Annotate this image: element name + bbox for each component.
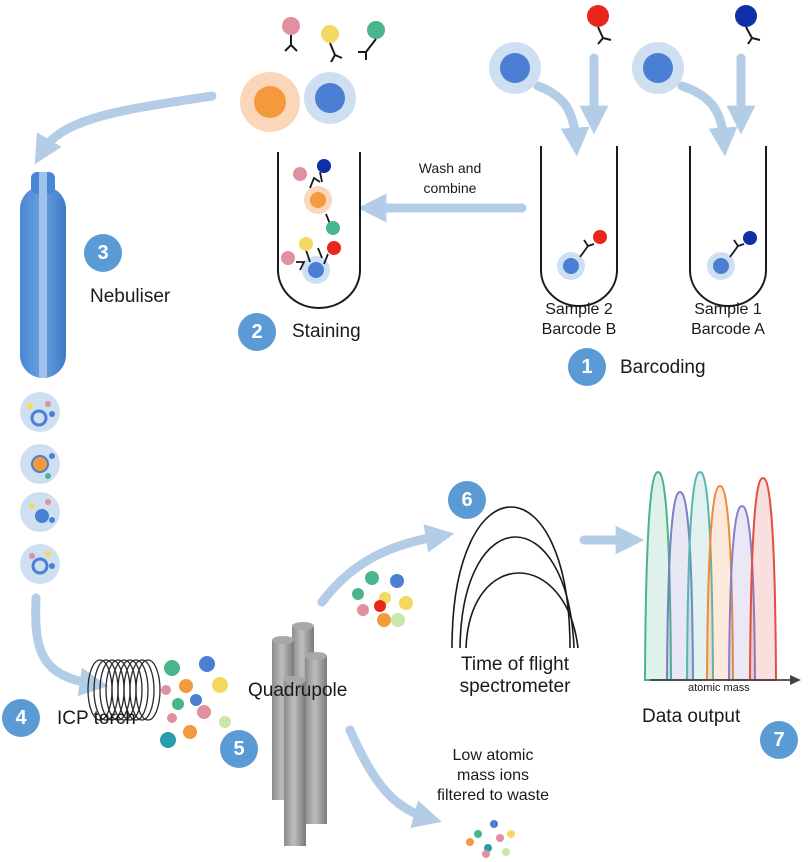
step-badge-7: 7 [760,721,798,759]
ions-after-torch [160,656,231,748]
sample-2-name: Sample 2 [545,301,613,318]
antibody-green [358,21,385,60]
sample-1-barcode: Barcode A [691,321,765,338]
x-axis-label: atomic mass [688,682,750,694]
tube-sample2 [540,146,618,307]
antibody-pink [282,17,300,52]
step-label-icp-torch: ICP torch [57,708,136,729]
waste-line3: filtered to waste [436,787,550,804]
step-label-barcoding: Barcoding [620,357,706,378]
sample-1-label: Sample 1 Barcode A [676,300,780,340]
wash-line2: combine [423,180,477,196]
arrow-cell-into-tube1 [677,81,738,157]
tof-label-line2: spectrometer [459,676,571,697]
step-label-nebuliser: Nebuliser [90,286,171,307]
step-label-staining: Staining [292,321,361,342]
droplets [20,392,60,584]
step-badge-4: 4 [2,699,40,737]
arrow-to-waste [345,725,442,829]
arrow-to-nebuliser [34,91,217,165]
wash-combine-label: Wash and combine [400,158,500,198]
waste-line1: Low atomic [452,747,534,764]
waste-label: Low atomic mass ions filtered to waste [400,746,586,806]
nebuliser-device [20,172,66,378]
staining-inputs [240,17,385,132]
mass-spectrum [643,470,801,685]
wash-line1: Wash and [418,160,482,176]
staining-tube [277,152,361,309]
arrow-cell-into-tube2 [533,81,590,157]
ions-to-tof [352,571,413,627]
arrow-to-icp [31,593,109,697]
antibody-yellow [321,25,343,63]
spectrum-peak [748,476,778,681]
barcode-b-group [489,5,618,307]
quadrupole-rods [272,622,327,846]
step-badge-5: 5 [220,730,258,768]
step-badge-6: 6 [448,481,486,519]
barcode-a-group [632,5,767,307]
spectrum-peaks [643,470,778,681]
step-label-data-output: Data output [642,706,741,727]
tof-label-line1: Time of flight [460,654,570,675]
waste-ions [466,820,515,858]
waste-line2: mass ions [456,767,530,784]
spectrum-peak [685,470,715,681]
arrow-to-tof [317,524,455,607]
icp-torch-coil [87,659,161,721]
step-label-quadrupole: Quadrupole [248,680,348,701]
step-badge-2: 2 [238,313,276,351]
step-label-tof: Time of flight spectrometer [440,654,590,698]
step-badge-1: 1 [568,348,606,386]
tof-flight-paths [451,506,579,649]
step-badge-3: 3 [84,234,122,272]
sample-1-name: Sample 1 [694,301,762,318]
sample-2-label: Sample 2 Barcode B [527,300,631,340]
sample-2-barcode: Barcode B [541,321,617,338]
x-axis-arrowhead [790,675,801,685]
tube-sample1 [689,146,767,307]
flow-arrows [31,53,756,829]
spectrum-peak [727,504,757,681]
